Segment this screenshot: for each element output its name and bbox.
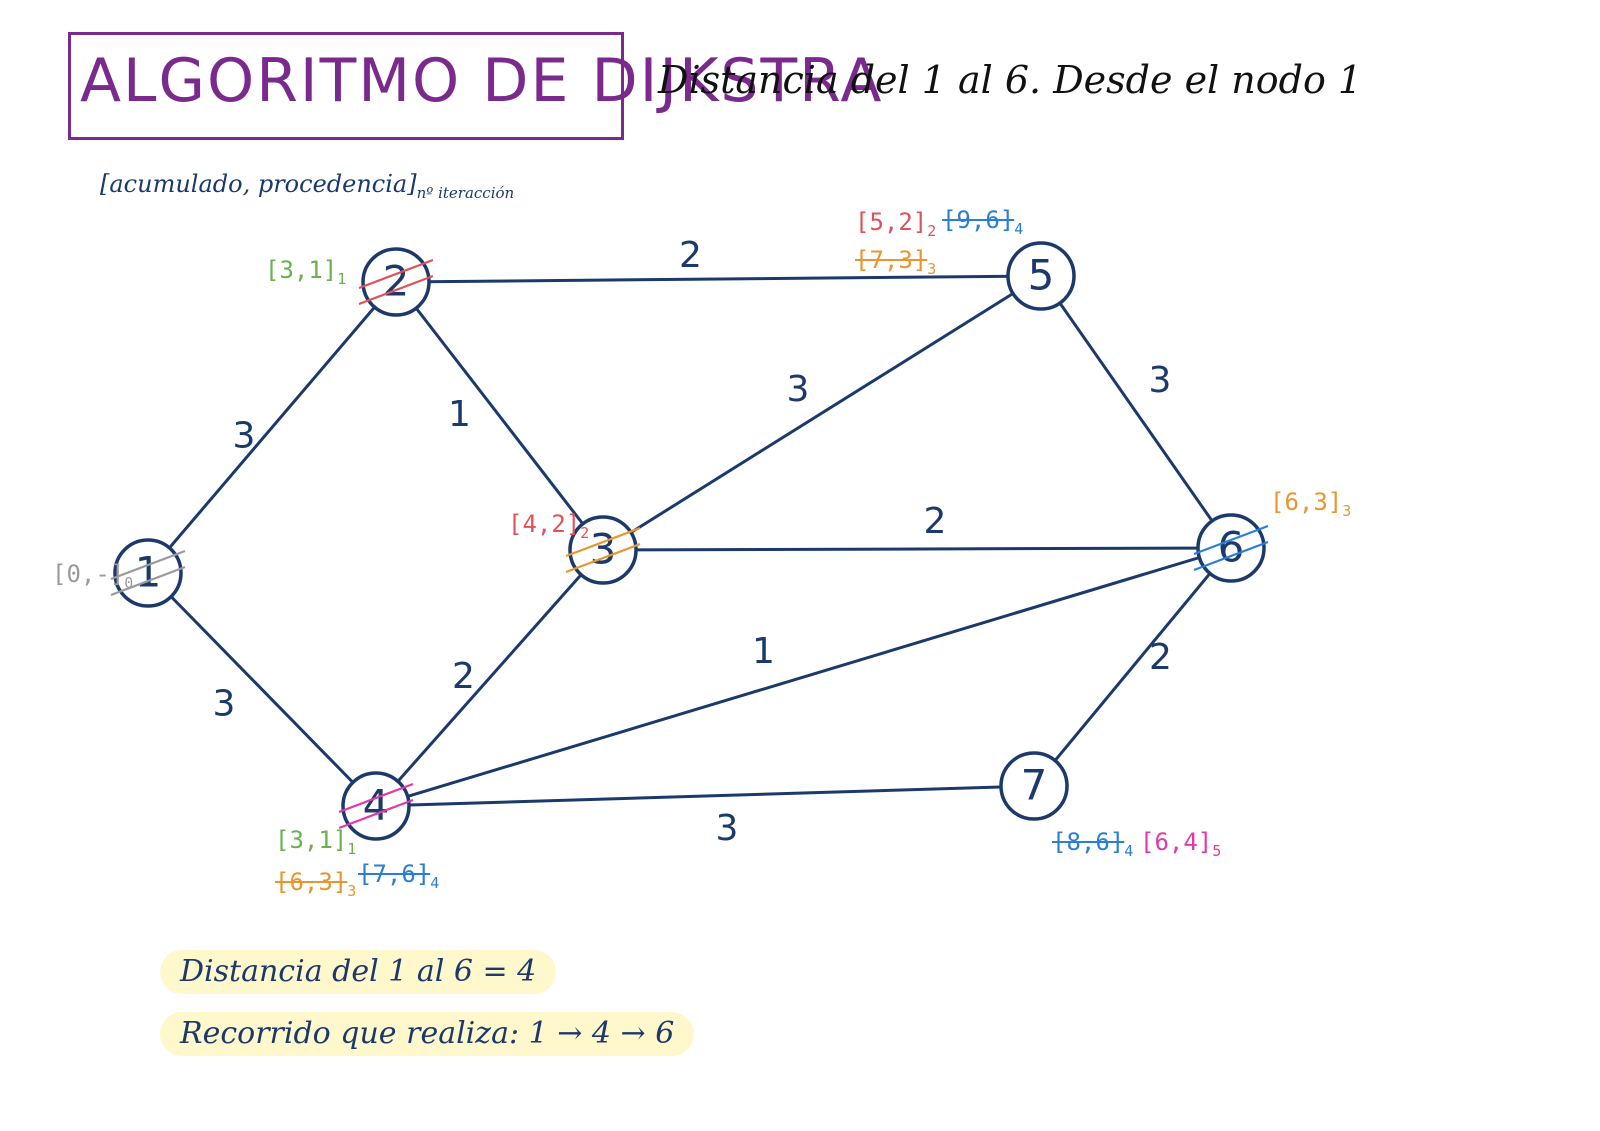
- node-number: 5: [1028, 251, 1055, 300]
- node-number: 1: [135, 548, 162, 597]
- node-number: 6: [1218, 523, 1245, 572]
- edge-weight-3-5: 3: [787, 369, 810, 410]
- edge-4-7: [375, 784, 1035, 808]
- node-circle: [568, 515, 638, 585]
- node-number: 3: [590, 525, 617, 574]
- edge-2-5: [395, 274, 1042, 284]
- edge-1-4: [146, 571, 378, 808]
- label-text: [4,2]: [508, 510, 581, 538]
- edge-7-6: [1032, 547, 1233, 787]
- node-1: 1: [110, 538, 186, 608]
- label-text: [7,6]: [358, 860, 431, 888]
- node-7-label-a: [8,6]4: [1052, 828, 1133, 860]
- edge-weight-2-5: 2: [679, 235, 702, 276]
- node-circle: [999, 751, 1069, 821]
- node-circle: [1006, 241, 1076, 311]
- legend-text: [acumulado, procedencia]: [100, 170, 417, 198]
- node-number: 4: [363, 781, 390, 830]
- label-text: [6,4]: [1140, 828, 1213, 856]
- title-box: [68, 32, 624, 140]
- label-text: [6,3]: [275, 868, 348, 896]
- node-3-label: [4,2]2: [508, 510, 589, 542]
- edge-5-6: [1039, 275, 1233, 549]
- edge-weight-3-6: 2: [924, 501, 947, 542]
- node-number: 7: [1021, 761, 1048, 810]
- node-2: 2: [358, 247, 434, 317]
- visited-strike: [338, 782, 414, 814]
- edge-weight-7-6: 2: [1149, 637, 1172, 678]
- node-circle: [113, 538, 183, 608]
- visited-strike: [338, 798, 414, 830]
- label-iter: 4: [1014, 219, 1024, 238]
- edge-weight-4-7: 3: [716, 808, 739, 849]
- node-5-label-a: [5,2]2: [855, 208, 936, 240]
- result-path: Recorrido que realiza: 1 → 4 → 6: [160, 1012, 695, 1056]
- label-iter: 4: [1124, 841, 1134, 860]
- label-legend: [acumulado, procedencia]nº iteracción: [100, 170, 514, 202]
- edge-3-6: [602, 546, 1232, 552]
- label-text: [8,6]: [1052, 828, 1125, 856]
- edge-weight-1-2: 3: [233, 416, 256, 457]
- node-3: 3: [565, 515, 641, 585]
- node-circle: [361, 247, 431, 317]
- label-iter: 3: [927, 259, 937, 278]
- label-iter: 5: [1212, 841, 1222, 860]
- label-iter: 3: [1342, 501, 1352, 520]
- visited-strike: [358, 274, 434, 306]
- label-text: [0,-]: [52, 560, 125, 588]
- page-subtitle: Distancia del 1 al 6. Desde el nodo 1: [658, 58, 1363, 102]
- visited-strike: [1193, 540, 1269, 572]
- node-6: 6: [1193, 513, 1269, 583]
- node-7: 7: [999, 751, 1069, 821]
- visited-strike: [110, 565, 186, 597]
- label-iter: 3: [347, 881, 357, 900]
- node-5: 5: [1006, 241, 1076, 311]
- node-6-label: [6,3]3: [1270, 488, 1351, 520]
- node-2-label: [3,1]1: [265, 256, 346, 288]
- node-5-label-c: [7,3]3: [855, 246, 936, 278]
- node-4-label-b: [6,3]3: [275, 868, 356, 900]
- edge-weight-3-4: 2: [452, 656, 475, 697]
- label-text: [6,3]: [1270, 488, 1343, 516]
- edge-weight-5-6: 3: [1149, 360, 1172, 401]
- node-4-label-a: [3,1]1: [275, 826, 356, 858]
- label-text: [7,3]: [855, 246, 928, 274]
- node-4: 4: [338, 771, 414, 841]
- visited-strike: [110, 549, 186, 581]
- label-iter: 1: [337, 269, 347, 288]
- node-7-label-b: [6,4]5: [1140, 828, 1221, 860]
- node-circle: [341, 771, 411, 841]
- edge-weight-2-3: 1: [448, 394, 471, 435]
- result-distance: Distancia del 1 al 6 = 4: [160, 950, 557, 994]
- edge-weight-1-4: 3: [213, 684, 236, 725]
- edge-3-4: [374, 549, 605, 807]
- label-text: [3,1]: [265, 256, 338, 284]
- node-5-label-b: [9,6]4: [942, 206, 1023, 238]
- label-iter: 4: [430, 873, 440, 892]
- label-iter: 0: [124, 573, 134, 592]
- visited-strike: [565, 542, 641, 574]
- visited-strike: [358, 258, 434, 290]
- label-iter: 2: [580, 523, 590, 542]
- node-4-label-c: [7,6]4: [358, 860, 439, 892]
- edge-4-6: [375, 546, 1232, 808]
- edge-2-3: [394, 281, 605, 551]
- visited-strike: [565, 526, 641, 558]
- label-text: [3,1]: [275, 826, 348, 854]
- label-iter: 1: [347, 839, 357, 858]
- label-text: [9,6]: [942, 206, 1015, 234]
- edge-1-2: [146, 281, 398, 574]
- node-circle: [1196, 513, 1266, 583]
- label-iter: 2: [927, 221, 937, 240]
- label-text: [5,2]: [855, 208, 928, 236]
- edge-weight-4-6: 1: [752, 631, 775, 672]
- edge-3-5: [602, 274, 1042, 552]
- page-title: ALGORITMO DE DIJKSTRA: [80, 46, 884, 116]
- node-1-label: [0,-]0: [52, 560, 133, 592]
- legend-subscript: nº iteracción: [416, 183, 515, 202]
- node-number: 2: [383, 257, 410, 306]
- visited-strike: [1193, 524, 1269, 556]
